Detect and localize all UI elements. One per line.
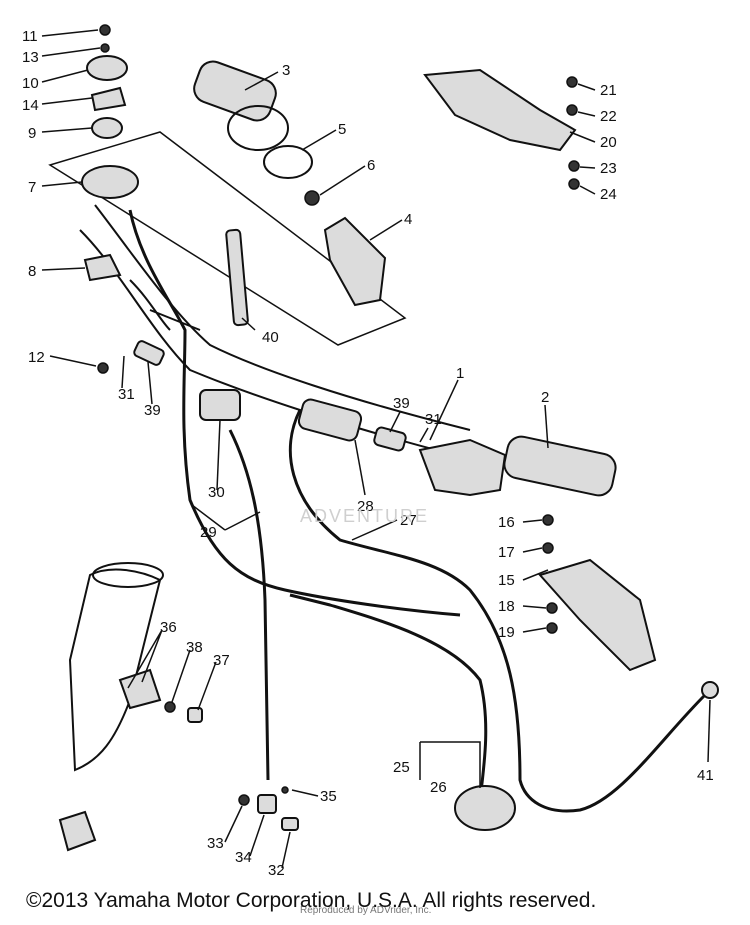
callout-23: 23 <box>600 160 617 177</box>
callout-37: 37 <box>213 652 230 669</box>
housing-lower-8 <box>83 253 122 282</box>
callout-6: 6 <box>367 157 375 174</box>
callout-39-left: 39 <box>393 395 410 412</box>
bolt-32 <box>281 817 299 831</box>
callout-24: 24 <box>600 186 617 203</box>
screw-11 <box>99 24 111 36</box>
callout-12: 12 <box>28 349 45 366</box>
cover-10 <box>86 55 128 81</box>
bolt-16 <box>542 514 554 526</box>
callout-11: 11 <box>22 28 38 45</box>
screw-12 <box>97 362 109 374</box>
nut-33 <box>238 794 250 806</box>
nut-19 <box>546 622 558 634</box>
callout-40: 40 <box>262 329 279 346</box>
washer-23 <box>568 160 580 172</box>
callout-33: 33 <box>207 835 224 852</box>
callout-26: 26 <box>430 779 447 796</box>
callout-8: 8 <box>28 263 36 280</box>
callout-14: 14 <box>22 97 39 114</box>
callout-18: 18 <box>498 598 515 615</box>
lever-holder <box>418 438 507 497</box>
callout-15: 15 <box>498 572 515 589</box>
decal-block <box>58 810 97 852</box>
callout-20: 20 <box>600 134 617 151</box>
choke-knob <box>454 785 516 831</box>
callout-21: 21 <box>600 82 617 99</box>
callout-4: 4 <box>404 211 412 228</box>
hand-guard-left <box>538 558 657 672</box>
grip-left <box>503 435 617 497</box>
callout-38: 38 <box>186 639 203 656</box>
hand-guard-right <box>423 68 577 152</box>
callout-22: 22 <box>600 108 617 125</box>
switch-30 <box>199 389 241 421</box>
callout-16: 16 <box>498 514 515 531</box>
callout-31-left: 31 <box>425 411 442 428</box>
callout-17: 17 <box>498 544 515 561</box>
bolt-37 <box>187 707 203 723</box>
starter-cable <box>289 593 488 801</box>
nut-38 <box>164 701 176 713</box>
callout-28: 28 <box>357 498 374 515</box>
adjuster-39-right <box>133 340 165 366</box>
copyright-notice: ©2013 Yamaha Motor Corporation, U.S.A. A… <box>26 889 596 912</box>
callout-36: 36 <box>160 619 177 636</box>
pin-35 <box>281 786 289 794</box>
callout-5: 5 <box>338 121 346 138</box>
handlebar <box>79 204 471 456</box>
cable-end-41 <box>701 681 719 699</box>
callout-25: 25 <box>393 759 410 776</box>
nut-6 <box>304 190 320 206</box>
bolt-21 <box>566 76 578 88</box>
washer-18 <box>546 602 558 614</box>
callout-19: 19 <box>498 624 515 641</box>
callout-39: 39 <box>144 402 161 419</box>
clutch-cable <box>228 429 270 781</box>
washer-13 <box>100 43 110 53</box>
holder-34 <box>257 794 277 814</box>
reproduction-credit: Reproduced by ADVrider, Inc. <box>300 905 431 916</box>
washer-22 <box>566 104 578 116</box>
grip-flange <box>227 105 289 151</box>
housing-cap-9 <box>91 117 123 139</box>
adjuster-39-left <box>373 426 407 452</box>
callout-31: 31 <box>118 386 135 403</box>
gasket-14 <box>90 86 127 112</box>
switch-28 <box>297 398 363 442</box>
watermark: ADVENTURE <box>300 506 429 526</box>
callout-9: 9 <box>28 125 36 142</box>
callout-2: 2 <box>541 389 549 406</box>
callout-34: 34 <box>235 849 252 866</box>
cable-bracket-36 <box>118 668 162 710</box>
callout-41: 41 <box>697 767 714 784</box>
callout-32: 32 <box>268 862 285 879</box>
handlebar-clamp <box>129 279 201 331</box>
washer <box>263 145 313 179</box>
nut-24 <box>568 178 580 190</box>
callout-30: 30 <box>208 484 225 501</box>
intake-mouth <box>92 562 164 588</box>
leader-lines <box>41 29 711 869</box>
throttle-sleeve <box>323 216 387 307</box>
callout-29: 29 <box>200 524 217 541</box>
callout-13: 13 <box>22 49 39 66</box>
decomp-cable <box>288 409 707 813</box>
band-strap <box>225 228 249 327</box>
callout-27: 27 <box>400 512 417 529</box>
callout-35: 35 <box>320 788 337 805</box>
washer-17 <box>542 542 554 554</box>
callout-7: 7 <box>28 179 36 196</box>
callout-3: 3 <box>282 62 290 79</box>
callout-1: 1 <box>456 365 464 382</box>
callout-10: 10 <box>22 75 39 92</box>
throttle-cable <box>128 209 461 617</box>
throttle-housing <box>81 165 139 199</box>
